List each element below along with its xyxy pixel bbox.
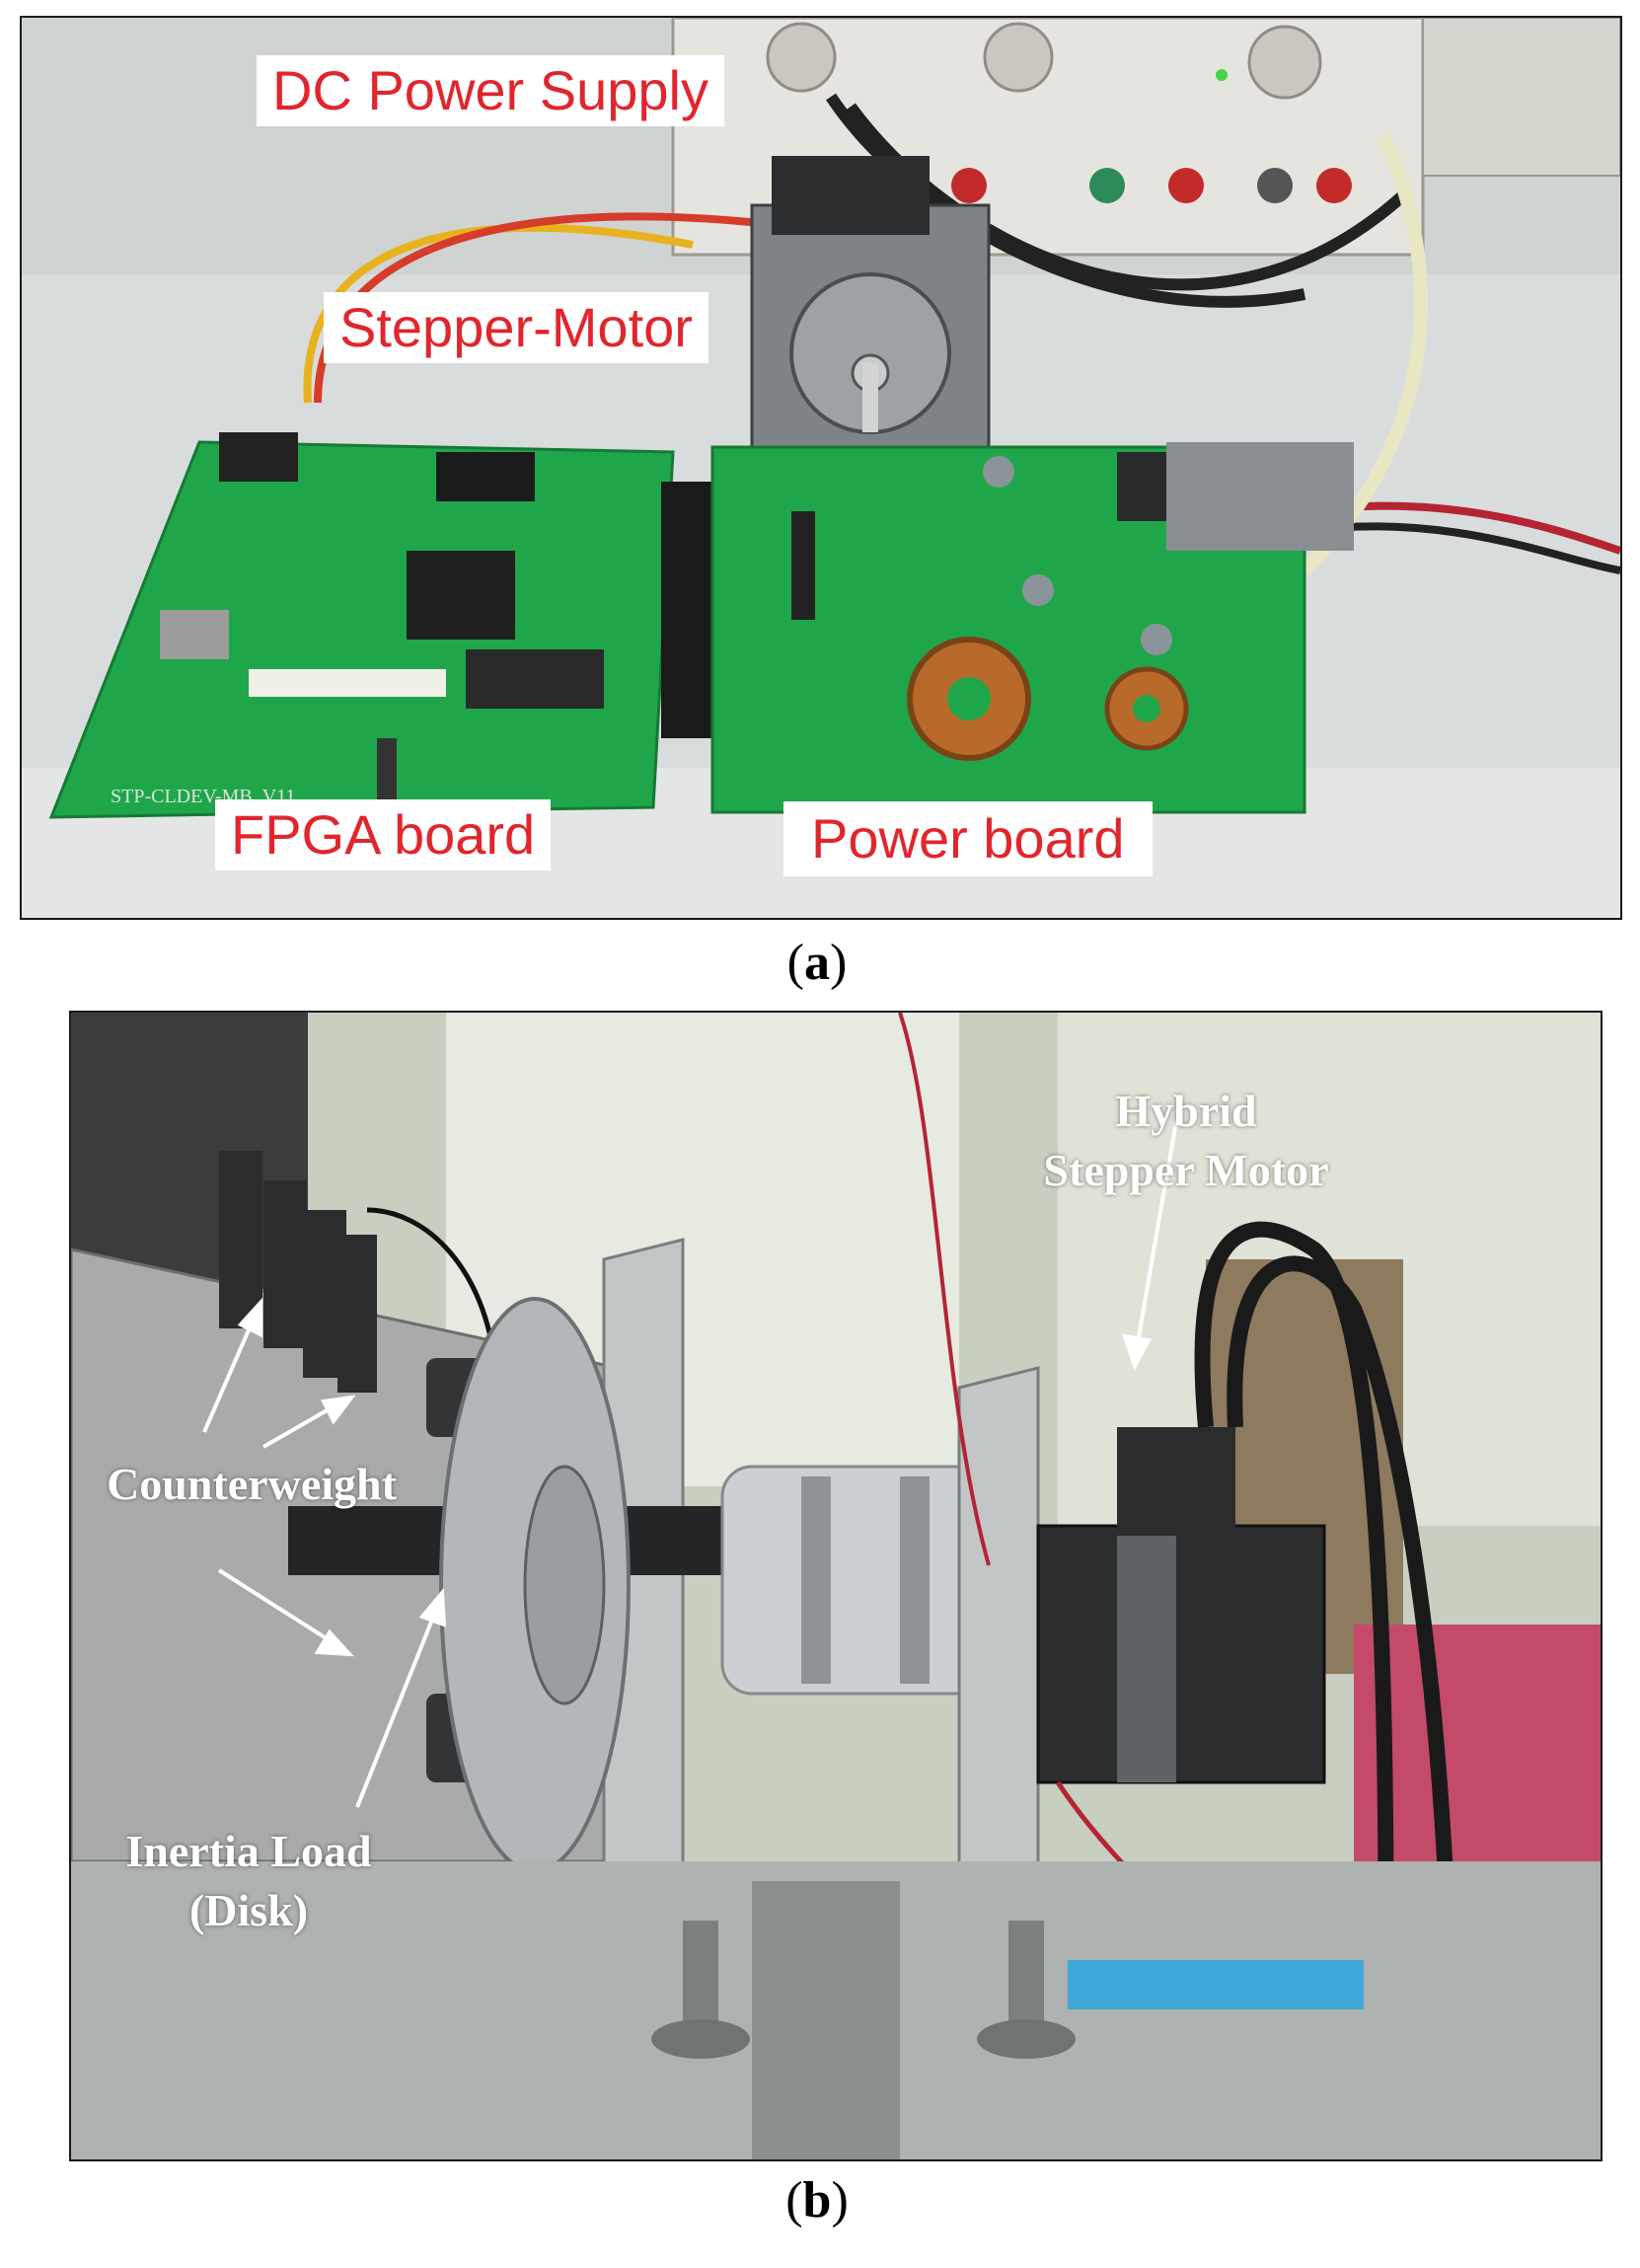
label-fpga-board: FPGA board	[215, 799, 552, 871]
annotation-arrows	[202, 1120, 1178, 1808]
label-hybrid-line2: Stepper Motor	[1043, 1144, 1329, 1195]
lab-bench-photo: STP-CLDEV-MB_V11	[22, 18, 1620, 918]
label-stepper-motor: Stepper-Motor	[324, 292, 708, 364]
stepper-motor-photo	[750, 156, 991, 454]
label-power-board: Power board	[783, 801, 1153, 877]
label-inertia-line2: (Disk)	[188, 1884, 309, 1935]
panel-caption-b: (b)	[785, 2172, 849, 2229]
label-dc-power-supply: DC Power Supply	[257, 55, 724, 127]
panel-caption-a: (a)	[786, 935, 848, 991]
board-connector	[661, 482, 720, 738]
hybrid-stepper-motor	[1036, 1524, 1326, 1784]
caption-letter-a: a	[804, 935, 830, 991]
power-board-photo	[710, 442, 1354, 814]
fpga-board-photo: STP-CLDEV-MB_V11	[48, 432, 675, 819]
shaft-coupling	[720, 1465, 1001, 1696]
label-hybrid-stepper-motor: Hybrid Stepper Motor	[1038, 1082, 1334, 1200]
label-inertia-load: Inertia Load (Disk)	[101, 1822, 397, 1940]
label-inertia-line1: Inertia Load	[125, 1826, 372, 1876]
test-rig-photo	[71, 1013, 1601, 2159]
motor-nameplate	[1068, 1960, 1364, 2009]
photo-panel-a: STP-CLDEV-MB_V11 DC Power Supply Stepper…	[20, 16, 1622, 920]
label-hybrid-line1: Hybrid	[1115, 1086, 1257, 1136]
caption-letter-b: b	[802, 2172, 832, 2229]
label-counterweight: Counterweight	[107, 1459, 397, 1509]
photo-panel-b: Hybrid Stepper Motor Counterweight Inert…	[69, 1011, 1603, 2161]
